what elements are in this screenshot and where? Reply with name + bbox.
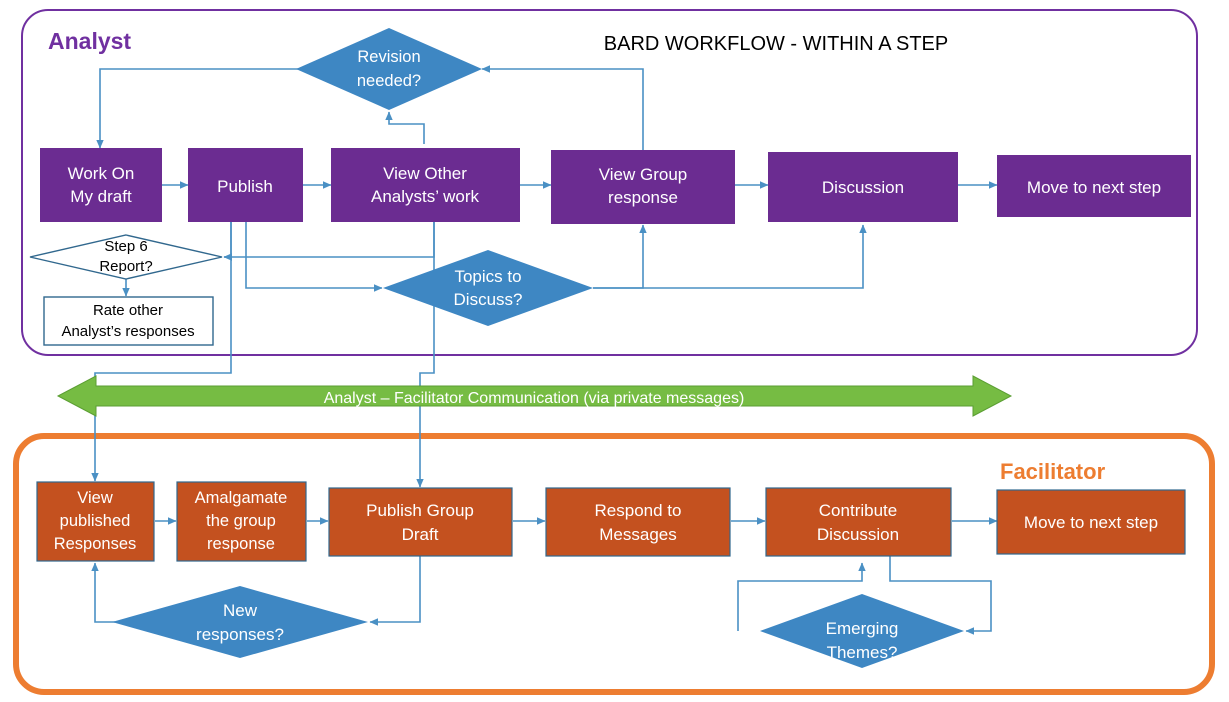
facilitator-lane-label: Facilitator: [1000, 459, 1106, 484]
connector-viewother-to-step6: [223, 219, 435, 261]
connector-viewother-to-revision: [385, 111, 425, 144]
label-respond-to-messages-line2: Messages: [599, 525, 676, 544]
label-publish-group-draft-line1: Publish Group: [366, 501, 474, 520]
connector-newresponses-to-viewpublished: [91, 562, 115, 623]
label-topics-to-discuss-line2: Discuss?: [454, 290, 523, 309]
label-work-on-my-draft-line1: Work On: [68, 164, 135, 183]
label-move-to-next-step-facilitator: Move to next step: [1024, 513, 1158, 532]
node-contribute-discussion[interactable]: [765, 487, 952, 557]
label-revision-needed-line1: Revision: [357, 48, 420, 66]
label-contribute-discussion-line1: Contribute: [819, 501, 897, 520]
diagram-title: BARD WORKFLOW - WITHIN A STEP: [604, 33, 948, 55]
label-new-responses-line1: New: [223, 601, 258, 620]
label-view-published-line2: published: [60, 512, 131, 530]
node-revision-needed[interactable]: [296, 28, 482, 110]
node-discussion[interactable]: [768, 152, 958, 222]
label-amalgamate-line3: response: [207, 535, 275, 553]
node-publish-group-draft[interactable]: [328, 487, 513, 557]
connector-contribute-to-emergingthemes: [889, 556, 992, 635]
node-publish[interactable]: [188, 148, 303, 222]
node-topics-to-discuss[interactable]: [383, 250, 593, 326]
node-amalgamate-the-group-response[interactable]: [176, 481, 307, 562]
node-view-group-response[interactable]: [551, 150, 735, 224]
node-step-6-report[interactable]: [29, 234, 223, 280]
label-view-other-line2: Analysts’ work: [371, 187, 480, 206]
connector-viewgroup-to-revision: [481, 65, 644, 152]
node-emerging-themes[interactable]: [760, 594, 964, 668]
node-new-responses[interactable]: [112, 586, 368, 658]
connector-topics-to-viewgroup: [593, 224, 647, 289]
label-contribute-discussion-line2: Discussion: [817, 525, 899, 544]
node-move-to-next-step-facilitator[interactable]: [996, 489, 1186, 555]
label-work-on-my-draft-line2: My draft: [70, 187, 132, 206]
label-view-other-line1: View Other: [383, 164, 467, 183]
label-view-group-line2: response: [608, 188, 678, 207]
facilitator-lane-panel: [13, 433, 1215, 695]
connector-publish-to-viewpublished: [91, 219, 232, 482]
node-rate-other-analysts-responses[interactable]: [43, 296, 214, 346]
label-publish: Publish: [217, 177, 273, 196]
analyst-lane-panel: [21, 9, 1198, 356]
node-view-published-responses[interactable]: [36, 481, 155, 562]
node-respond-to-messages[interactable]: [545, 487, 731, 557]
node-view-other-analysts-work[interactable]: [331, 148, 520, 222]
label-emerging-themes-line1: Emerging: [826, 619, 899, 638]
label-topics-to-discuss-line1: Topics to: [454, 267, 521, 286]
connector-emergingthemes-to-contribute: [737, 562, 866, 631]
label-rate-other-line1: Rate other: [93, 302, 163, 319]
label-rate-other-line2: Analyst’s responses: [61, 323, 194, 340]
banner-label: Analyst – Facilitator Communication (via…: [324, 390, 745, 407]
label-step-6-report-line2: Report?: [99, 258, 152, 275]
label-publish-group-draft-line2: Draft: [402, 525, 439, 544]
label-emerging-themes-line2: Themes?: [827, 643, 898, 662]
connector-publish-to-step6: [223, 219, 232, 261]
label-amalgamate-line1: Amalgamate: [195, 489, 288, 507]
connector-revision-to-work: [96, 68, 300, 149]
connector-topics-to-discussion: [593, 224, 867, 289]
connector-analyst-to-publishgroupdraft: [416, 219, 435, 488]
analyst-lane-label: Analyst: [48, 28, 131, 54]
label-view-published-line1: View: [77, 489, 113, 507]
node-work-on-my-draft[interactable]: [40, 148, 162, 222]
label-move-to-next-step-analyst: Move to next step: [1027, 178, 1161, 197]
analyst-facilitator-communication-banner: [56, 375, 1013, 417]
label-step-6-report-line1: Step 6: [104, 238, 147, 255]
label-view-group-line1: View Group: [599, 165, 688, 184]
label-discussion: Discussion: [822, 178, 904, 197]
label-new-responses-line2: responses?: [196, 625, 284, 644]
connector-publishgroup-to-newresponses: [369, 556, 421, 626]
label-amalgamate-line2: the group: [206, 512, 276, 530]
label-respond-to-messages-line1: Respond to: [595, 501, 682, 520]
label-view-published-line3: Responses: [54, 535, 137, 553]
connector-publish-to-topics: [245, 219, 383, 292]
label-revision-needed-line2: needed?: [357, 72, 421, 90]
node-move-to-next-step-analyst[interactable]: [997, 155, 1191, 217]
